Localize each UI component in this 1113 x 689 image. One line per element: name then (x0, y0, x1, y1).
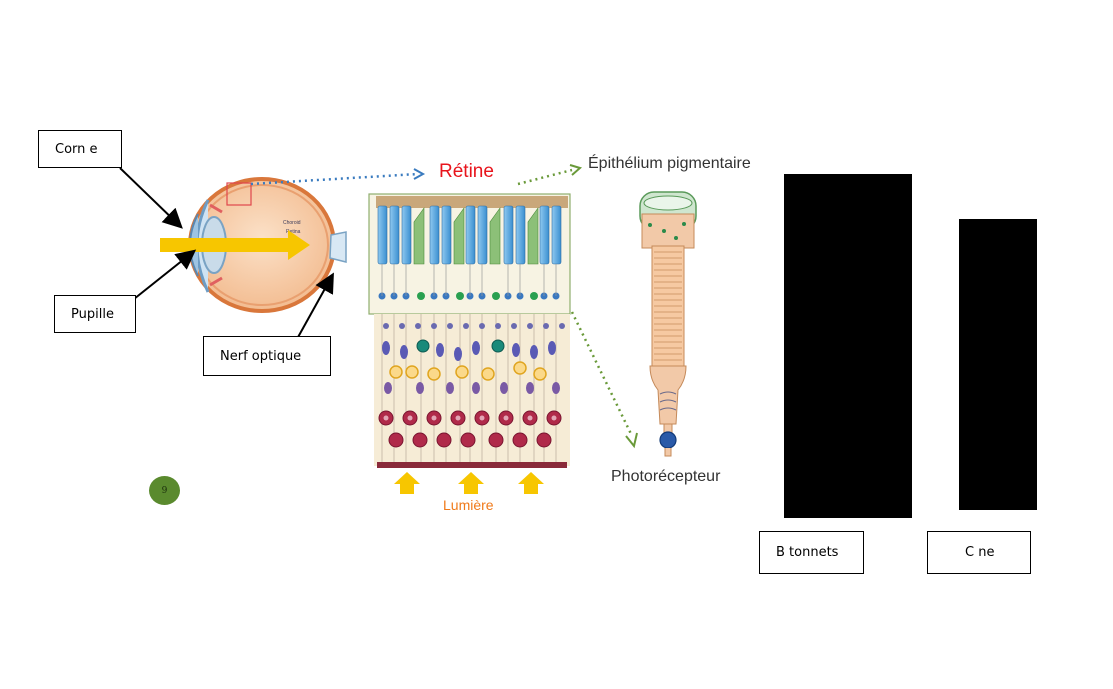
slide-number-badge: 9 (149, 476, 180, 505)
pupille-label-box: Pupille (54, 295, 136, 333)
nerf-optique-label-box: Nerf optique (203, 336, 331, 376)
cornee-label: Corn e (55, 141, 98, 157)
lumiere-label: Lumière (443, 497, 494, 513)
light-arrow-icon (160, 230, 310, 260)
batonnets-label-box: B tonnets (759, 531, 864, 574)
retine-title: Rétine (439, 161, 494, 182)
eye-illustration: Choroid Retina (160, 177, 347, 313)
photoreceptor-illustration (639, 191, 697, 457)
choroid-label: Choroid (283, 220, 301, 226)
batonnets-image-placeholder (784, 174, 912, 518)
pupille-label: Pupille (71, 306, 114, 322)
photorecepteur-label: Photorécepteur (611, 468, 721, 485)
cone-image-placeholder (959, 219, 1037, 510)
retina-label: Retina (286, 229, 301, 235)
cone-label: C ne (965, 545, 995, 560)
light-arrows-icon (394, 472, 544, 494)
slide-number: 9 (161, 485, 168, 496)
retina-layers-illustration (368, 193, 571, 494)
cornee-label-box: Corn e (38, 130, 122, 168)
nerf-optique-label: Nerf optique (220, 348, 302, 364)
batonnets-label: B tonnets (776, 545, 839, 560)
cone-label-box: C ne (927, 531, 1031, 574)
epithelium-label: Épithélium pigmentaire (588, 155, 751, 172)
